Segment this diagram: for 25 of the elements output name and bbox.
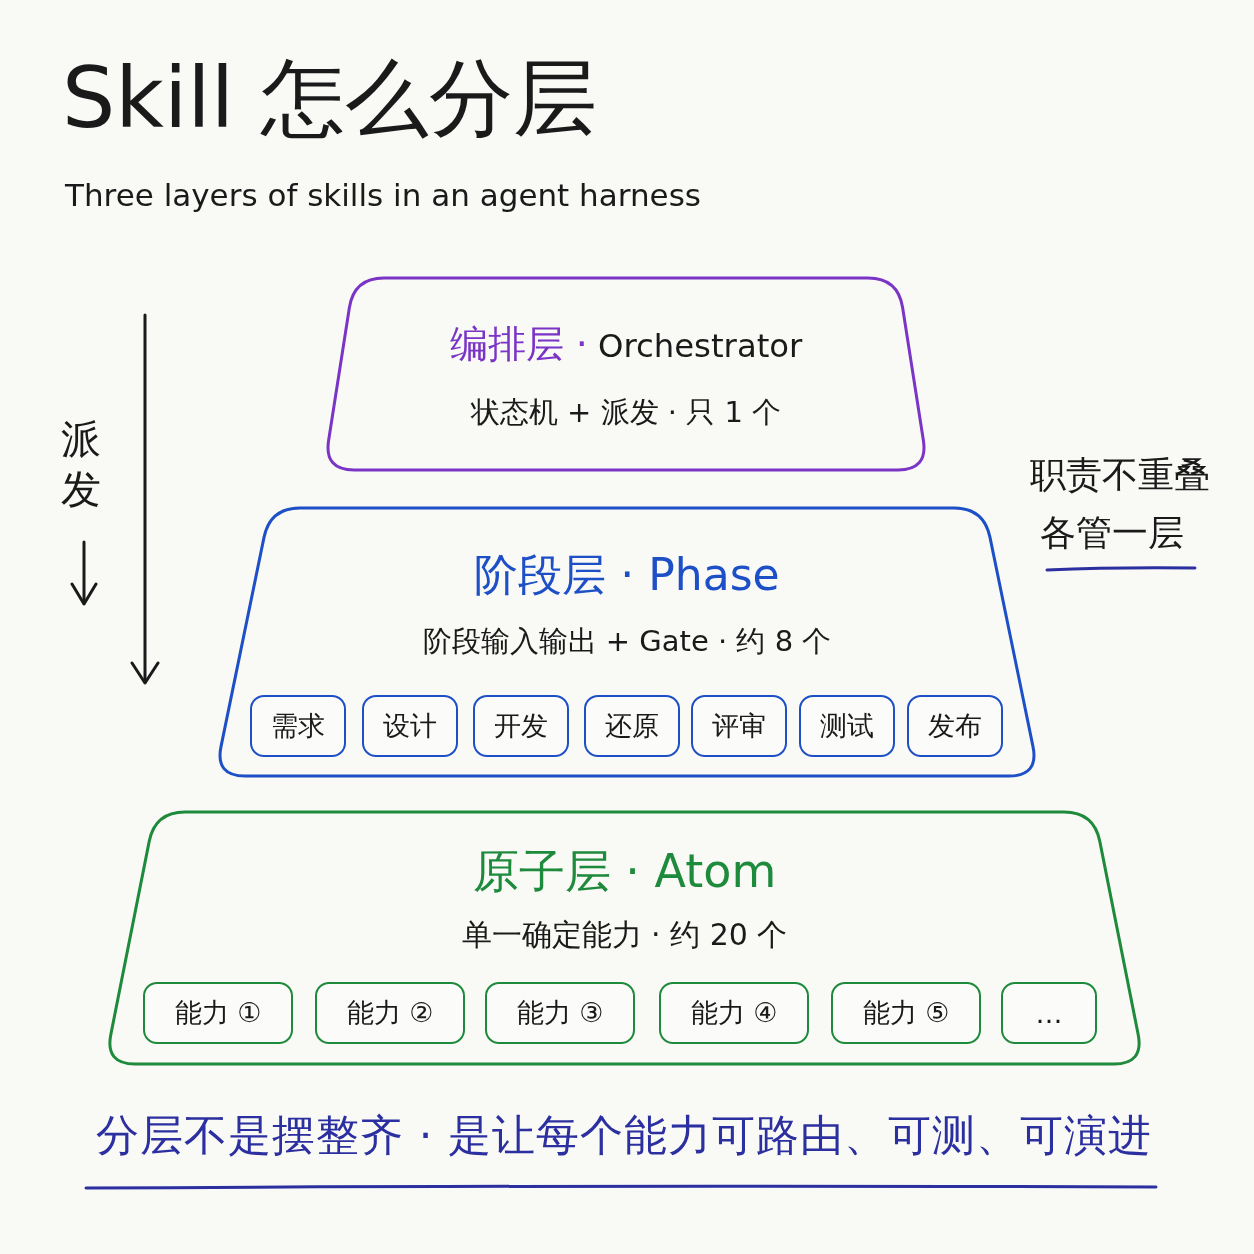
layer-description: 状态机 + 派发 · 只 1 个 [470,395,782,430]
side-note: 各管一层 [1040,511,1184,555]
layer-heading: 编排层 · Orchestrator [449,322,803,367]
phase-chip: 评审 [691,695,787,757]
caption: 分层不是摆整齐 · 是让每个能力可路由、可测、可演进 [96,1110,1152,1162]
capability-chip: 能力 ③ [485,982,635,1044]
capability-chip: 能力 ① [143,982,293,1044]
phase-chip: 开发 [473,695,569,757]
phase-chip: 测试 [799,695,895,757]
phase-chip: 发布 [907,695,1003,757]
capability-chip: 能力 ⑤ [831,982,981,1044]
capability-chip: 能力 ④ [659,982,809,1044]
subtitle: Three layers of skills in an agent harness [65,176,701,215]
phase-chip: 还原 [584,695,680,757]
capability-chip: … [1001,982,1097,1044]
vertical-label: 派发 [60,415,102,514]
capability-chip: 能力 ② [315,982,465,1044]
layer-heading: 原子层 · Atom [472,844,777,899]
layer-heading: 阶段层 · Phase [474,549,780,601]
layer-description: 阶段输入输出 + Gate · 约 8 个 [422,624,832,659]
phase-chip: 需求 [250,695,346,757]
phase-chip: 设计 [362,695,458,757]
title: Skill 怎么分层 [62,48,597,149]
side-note: 职责不重叠 [1030,453,1210,497]
layer-description: 单一确定能力 · 约 20 个 [461,916,788,952]
